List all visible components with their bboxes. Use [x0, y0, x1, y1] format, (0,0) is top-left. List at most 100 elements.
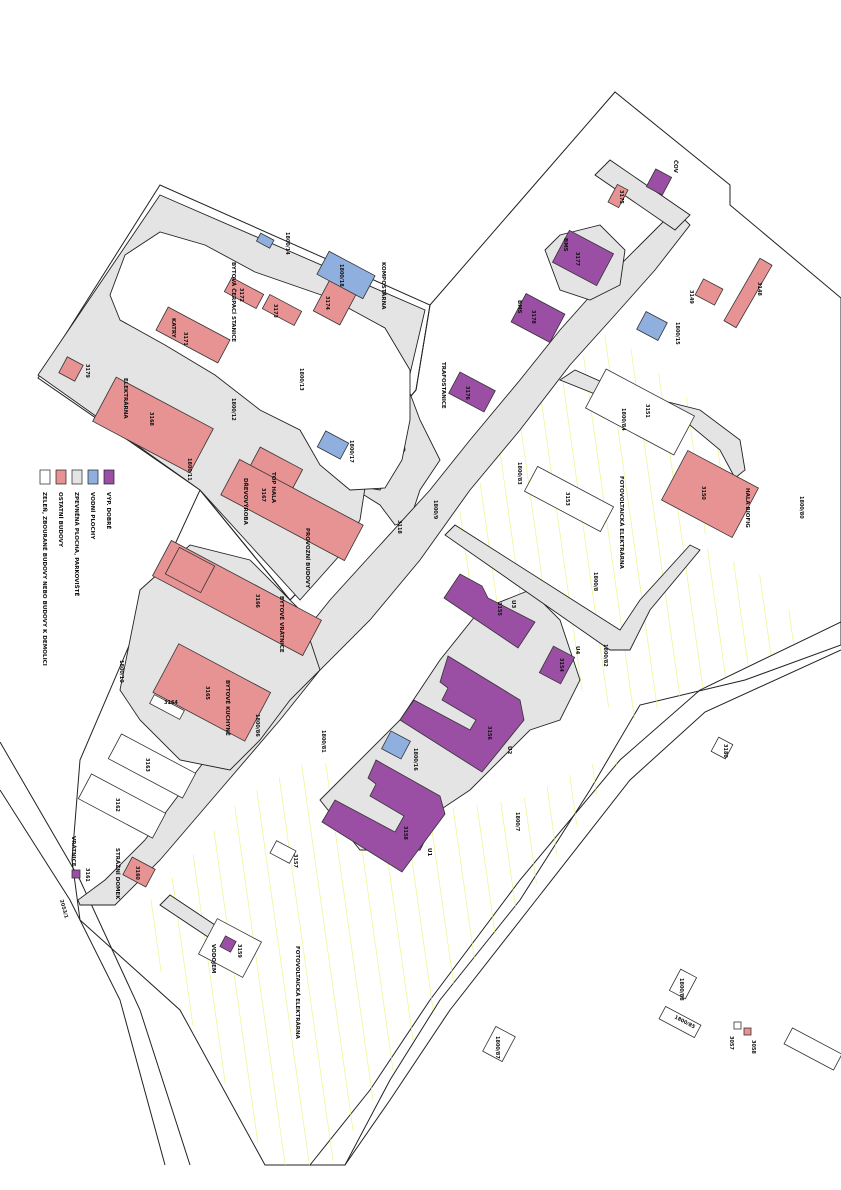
legend-swatch-paved — [71, 469, 83, 485]
parcel-1800-7: 1800/7 — [514, 812, 520, 832]
building-3172 — [223, 276, 265, 310]
num-3057: 3057 — [728, 1036, 734, 1050]
water-1800-15 — [636, 310, 668, 342]
building-3162 — [77, 773, 167, 839]
parcel-1800-10: 1800/10 — [118, 660, 124, 683]
num-3156: 3156 — [486, 726, 492, 740]
parcel-1800-12: 1800/12 — [230, 398, 236, 421]
building-3151 — [584, 368, 696, 456]
building-u1-3158 — [321, 759, 446, 873]
parcel-1800-15: 1800/15 — [674, 322, 680, 345]
building-3149 — [694, 278, 724, 306]
num-3148: 3148 — [756, 282, 762, 296]
num-3153: 3153 — [564, 492, 570, 506]
label-u1: U1 — [426, 848, 432, 856]
num-3151: 3151 — [644, 404, 650, 418]
legend-label-water: VODNÍ PLOCHY — [89, 492, 97, 540]
num-3172: 3172 — [238, 288, 244, 302]
label-strazni-domek: STRÁŽNÍ DOMEK — [114, 848, 122, 900]
num-3149: 3149 — [688, 290, 694, 304]
label-cov: ČOV — [672, 160, 679, 174]
building-3150-hala — [660, 449, 760, 539]
feature-labels: KOMPOSTÁRNA BYTOVÁ ČERPACÍ STANICE KATRY… — [70, 160, 750, 1040]
water-north-small — [255, 232, 275, 249]
parcel-1800-16: 1800/16 — [412, 748, 418, 771]
num-3164: 3164 — [164, 700, 178, 706]
water-north-1 — [316, 250, 376, 300]
building-3175 — [607, 183, 629, 209]
road-south-east-2 — [344, 649, 841, 1166]
num-3166: 3166 — [254, 594, 260, 608]
water-central — [316, 430, 350, 460]
building-cov — [645, 168, 673, 196]
parcel-1800-84: 1800/84 — [620, 408, 626, 431]
label-trafostanice: TRAFOSTANICE — [440, 362, 446, 409]
num-3158: 3158 — [402, 826, 408, 840]
num-3155: 3155 — [496, 602, 502, 616]
num-3118: 3118 — [396, 520, 402, 534]
building-1800-85 — [658, 1005, 702, 1039]
num-3171: 3171 — [182, 332, 188, 346]
label-elektrarna: ELEKTRÁRNA — [122, 378, 129, 419]
parcel-1800-13: 1800/13 — [298, 368, 304, 391]
parcel-1800-87: 1800/87 — [494, 1036, 500, 1059]
parcel-1800-83: 1800/83 — [516, 462, 522, 485]
building-3161 — [71, 869, 81, 879]
building-3153 — [523, 465, 615, 533]
building-u2-3157 — [399, 655, 525, 773]
label-bms-a: BMS — [516, 300, 522, 314]
building-3173 — [261, 293, 303, 327]
parcel-1800-88: 1800/88 — [678, 978, 684, 1001]
label-hala-biofig: HALA BIOFIG — [744, 488, 750, 528]
parcel-1800-14: 1800/14 — [284, 232, 290, 255]
green-island-nw — [109, 231, 411, 491]
label-vodojem: VODOJEM — [210, 944, 216, 973]
label-bytove-kuchyne: BYTOVÉ KUCHYNĚ — [224, 680, 232, 736]
building-3159 — [219, 935, 237, 953]
water-1800-16 — [381, 730, 411, 760]
num-3177: 3177 — [574, 252, 580, 266]
num-3173: 3173 — [272, 304, 278, 318]
num-3058: 3058 — [750, 1040, 756, 1054]
num-3159: 3159 — [236, 944, 242, 958]
label-bms-b: BMS — [562, 238, 568, 252]
building-3163 — [107, 733, 197, 799]
plot-west-edge-2 — [0, 789, 166, 1166]
parcel-numbers: 1800/14 1800/13 1800/12 1800/11 1800/17 … — [58, 232, 804, 1059]
legend-swatch-industrial — [103, 469, 115, 485]
legend-label-other: OSTATNÍ BUDOVY — [57, 492, 65, 548]
building-numbers: 3174 3172 3173 3171 3179 3168 3167 3166 … — [84, 190, 762, 1054]
parcel-1800-80: 1800/80 — [798, 496, 804, 519]
building-1800-87 — [482, 1025, 516, 1063]
parcel-1800-17: 1800/17 — [348, 440, 354, 463]
legend-label-paved: ZPEVNĚNÁ PLOCHA, PARKOVIŠTĚ — [73, 492, 81, 596]
solar-field-south — [130, 760, 620, 1165]
label-vratnice: VRÁTNICE — [70, 836, 77, 867]
legend-label-industrial: VÝP. DOBRÉ — [105, 492, 113, 529]
building-3164-outline — [149, 694, 185, 720]
label-u4: U4 — [574, 646, 580, 654]
building-3160 — [122, 856, 156, 888]
label-fve-south: FOTOVOLTAICKÁ ELEKTRÁRNA — [294, 946, 301, 1040]
legend-swatch-water — [87, 469, 99, 485]
building-3176-trafo — [448, 371, 496, 413]
label-u2: U2 — [506, 746, 512, 754]
num-3168: 3168 — [148, 412, 154, 426]
label-katry: KATRY — [170, 318, 176, 339]
building-3171 — [155, 306, 231, 364]
label-drevovyroba: DŘEVOVÝROBA — [242, 478, 249, 526]
legend: VÝP. DOBRÉ VODNÍ PLOCHY ZPEVNĚNÁ PLOCHA,… — [39, 469, 115, 666]
parcel-2053-1: 2053/1 — [58, 899, 69, 920]
num-3167: 3167 — [260, 488, 266, 502]
num-3178: 3178 — [530, 310, 536, 324]
parcel-1800-82: 1800/82 — [602, 644, 608, 667]
num-3157: 3157 — [292, 854, 298, 868]
parcel-1800-86: 1800/86 — [254, 714, 260, 737]
building-3058 — [743, 1027, 752, 1036]
num-3179: 3179 — [84, 364, 90, 378]
building-3148 — [723, 257, 773, 329]
label-bytova-cerpaci: BYTOVÁ ČERPACÍ STANICE — [230, 262, 238, 342]
num-3174: 3174 — [324, 296, 330, 310]
num-3162: 3162 — [114, 798, 120, 812]
label-top-hala: TOP HALA — [270, 472, 276, 504]
